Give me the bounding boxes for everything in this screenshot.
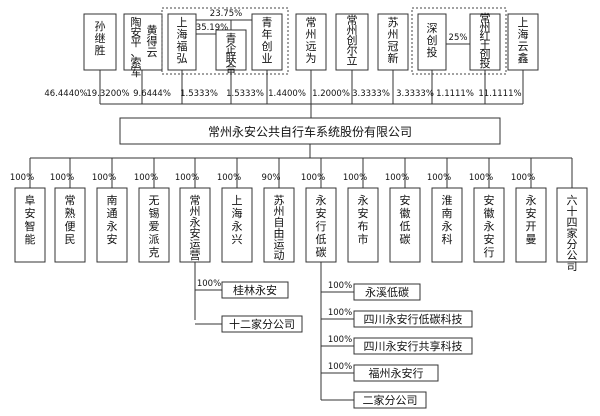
shareholder-name-7: 常州创尔立 [347, 14, 358, 67]
yunying-child-box-1 [221, 315, 303, 333]
subsidiary-name-13: 六十四家分公司 [567, 194, 578, 273]
shareholder-pct-9: 1.1111% [436, 89, 474, 99]
shareholder-name-1: 陶安平、索军 [131, 15, 142, 79]
ditan-child-box-2 [353, 337, 473, 355]
subsidiary-pct-11: 100% [469, 173, 493, 183]
subsidiary-pct-9: 100% [385, 173, 409, 183]
shareholder-pct-6: 1.2000% [312, 89, 350, 99]
shareholder-box-hongtu [469, 13, 501, 71]
subsidiary-pct-2: 100% [92, 173, 116, 183]
subsidiary-name-3: 无锡爱派克 [149, 194, 160, 259]
shareholder-box-guanxin [377, 13, 409, 71]
subsidiary-name-1: 常熟便民 [65, 194, 76, 246]
subsidiary-pct-6: 90% [262, 173, 281, 183]
subsidiary-pct-10: 100% [427, 173, 451, 183]
ditan-child-name-2: 四川永安行共享科技 [364, 339, 463, 353]
subsidiary-box-4 [179, 187, 211, 263]
ditan-child-name-1: 四川永安行低碳科技 [364, 312, 463, 326]
center-company-box [119, 117, 501, 145]
subsidiary-box-13 [556, 187, 588, 263]
subsidiary-pct-0: 100% [10, 173, 34, 183]
shareholder-box-qingqi [215, 29, 247, 71]
subsidiary-pct-12: 100% [511, 173, 535, 183]
shareholder-name-2: 黄得云 [147, 23, 158, 59]
shareholder-box-shenchuangtou [417, 13, 447, 71]
shareholder-box-sun [83, 13, 117, 71]
subsidiary-pct-5: 100% [217, 173, 241, 183]
subsidiary-box-0 [14, 187, 46, 263]
subsidiary-box-8 [347, 187, 379, 263]
shareholder-box-tao [123, 13, 163, 71]
ditan-child-pct-0: 100% [328, 281, 352, 291]
subsidiary-name-11: 安徽永安行 [484, 193, 495, 259]
subsidiary-box-6 [263, 187, 295, 263]
shareholder-pct-3: 1.5333% [180, 89, 218, 99]
subsidiary-box-1 [54, 187, 86, 263]
subsidiary-name-0: 阜安智能 [25, 194, 36, 246]
subsidiary-name-4: 常州永安运营 [190, 194, 201, 262]
shareholder-pct-1: 19.3200% [86, 89, 129, 99]
yunying-child-pct-0: 100% [197, 279, 221, 289]
ditan-child-pct-1: 100% [328, 308, 352, 318]
subsidiary-box-12 [515, 187, 547, 263]
yunying-child-box-0 [221, 281, 289, 299]
shareholder-name-0: 孙继胜 [95, 20, 106, 57]
subsidiary-box-2 [96, 187, 128, 263]
shareholder-name-5: 青年创业 [262, 16, 273, 65]
shareholder-name-8: 苏州冠新 [388, 16, 399, 65]
subsidiary-box-7 [305, 187, 337, 263]
subsidiary-pct-4: 100% [175, 173, 199, 183]
ditan-child-box-0 [353, 283, 421, 301]
subsidiary-pct-8: 100% [343, 173, 367, 183]
subsidiary-name-7: 永安行低碳 [316, 193, 327, 259]
ditan-child-pct-3: 100% [328, 362, 352, 372]
ditan-child-pct-2: 100% [328, 335, 352, 345]
shareholder-name-9: 深创投 [427, 22, 438, 59]
shareholder-name-3: 上海福弘 [177, 16, 188, 65]
subsidiary-box-11 [473, 187, 505, 263]
shareholder-name-4: 青企联合 [226, 32, 237, 75]
center-company-name: 常州永安公共自行车系统股份有限公司 [208, 124, 412, 139]
shareholder-pct-4: 1.5333% [226, 89, 264, 99]
ditan-child-box-3 [353, 364, 439, 382]
shareholder-box-chuangerli [335, 13, 369, 71]
group-pct-label: 23.75% [210, 9, 242, 19]
shareholder-pct-2: 9.6444% [133, 89, 171, 99]
subsidiary-name-6: 苏州自由运动 [274, 194, 285, 262]
ditan-child-box-4 [353, 391, 427, 409]
subsidiary-box-10 [431, 187, 463, 263]
shareholder-name-10: 常州红土创投 [480, 12, 491, 70]
inner-pct-label: 35.19% [196, 23, 228, 33]
subsidiary-name-12: 永安开曼 [526, 193, 537, 246]
shen-pct-label: 25% [449, 33, 468, 43]
subsidiary-name-2: 南通永安 [107, 194, 118, 246]
yunying-child-name-0: 桂林永安 [233, 283, 277, 297]
subsidiary-pct-3: 100% [134, 173, 158, 183]
shareholder-pct-0: 46.4440% [44, 89, 87, 99]
subsidiary-pct-1: 100% [50, 173, 74, 183]
subsidiary-name-9: 安徽低碳 [400, 193, 411, 246]
subsidiary-name-5: 上海永兴 [232, 194, 243, 246]
subsidiary-name-10: 淮南永科 [442, 194, 453, 246]
shareholder-box-yunxin [507, 13, 539, 71]
shareholder-name-6: 常州远为 [306, 16, 317, 65]
ditan-child-name-4: 二家分公司 [363, 393, 418, 407]
shareholder-pct-7: 3.3333% [352, 89, 390, 99]
shareholder-pct-10: 11.1111% [478, 89, 521, 99]
shareholder-name-11: 上海云鑫 [518, 16, 529, 65]
shareholder-pct-5: 1.4400% [268, 89, 306, 99]
subsidiary-pct-7: 100% [301, 173, 325, 183]
shareholder-pct-8: 3.3333% [396, 89, 434, 99]
subsidiary-name-8: 永安布市 [358, 193, 369, 246]
ditan-child-name-0: 永溪低碳 [365, 285, 409, 299]
ditan-child-name-3: 福州永安行 [369, 366, 424, 380]
subsidiary-box-5 [221, 187, 253, 263]
yunying-child-name-1: 十二家分公司 [229, 317, 295, 331]
subsidiary-box-3 [138, 187, 170, 263]
subsidiary-box-9 [389, 187, 421, 263]
ditan-child-box-1 [353, 310, 473, 328]
